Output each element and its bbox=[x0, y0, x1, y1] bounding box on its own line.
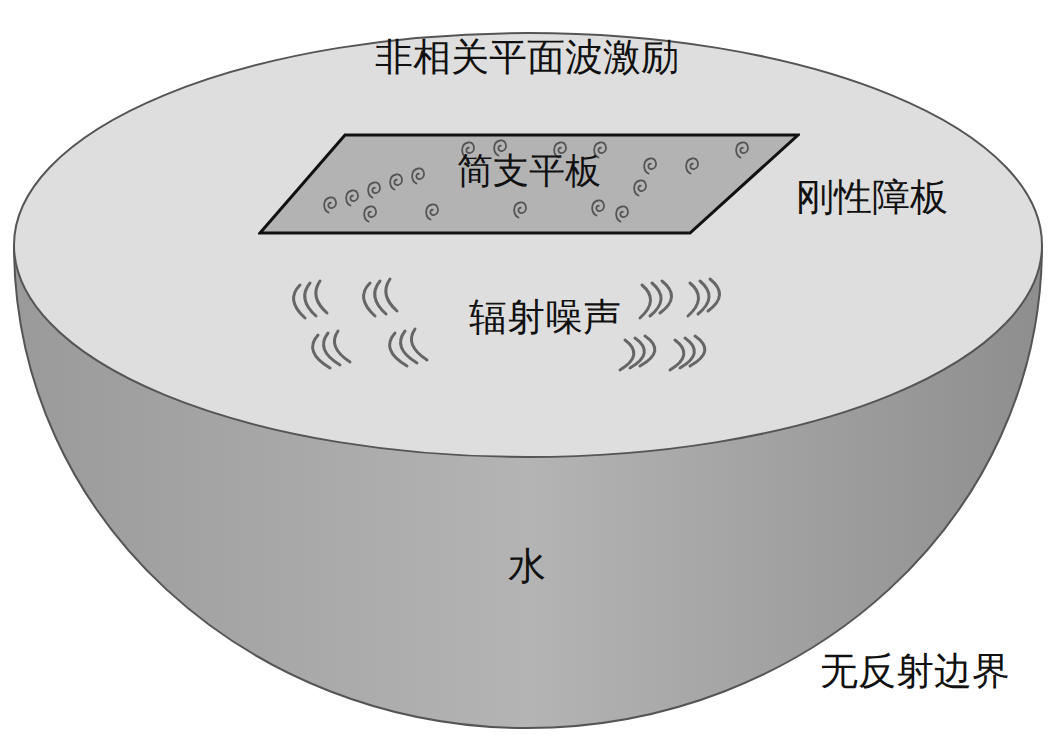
boundary-label: 无反射边界 bbox=[820, 650, 1010, 694]
water-label: 水 bbox=[508, 545, 546, 589]
baffle-surface bbox=[14, 33, 1042, 457]
noise-label: 辐射噪声 bbox=[469, 296, 621, 340]
plate-text-wrap: 简支平板 bbox=[258, 133, 800, 196]
plate-label: 简支平板 bbox=[258, 147, 800, 196]
excitation-label: 非相关平面波激励 bbox=[375, 36, 679, 80]
sound-waves bbox=[294, 279, 720, 370]
plate-box: 简支平板 bbox=[258, 133, 800, 235]
baffle-label: 刚性障板 bbox=[796, 176, 948, 220]
